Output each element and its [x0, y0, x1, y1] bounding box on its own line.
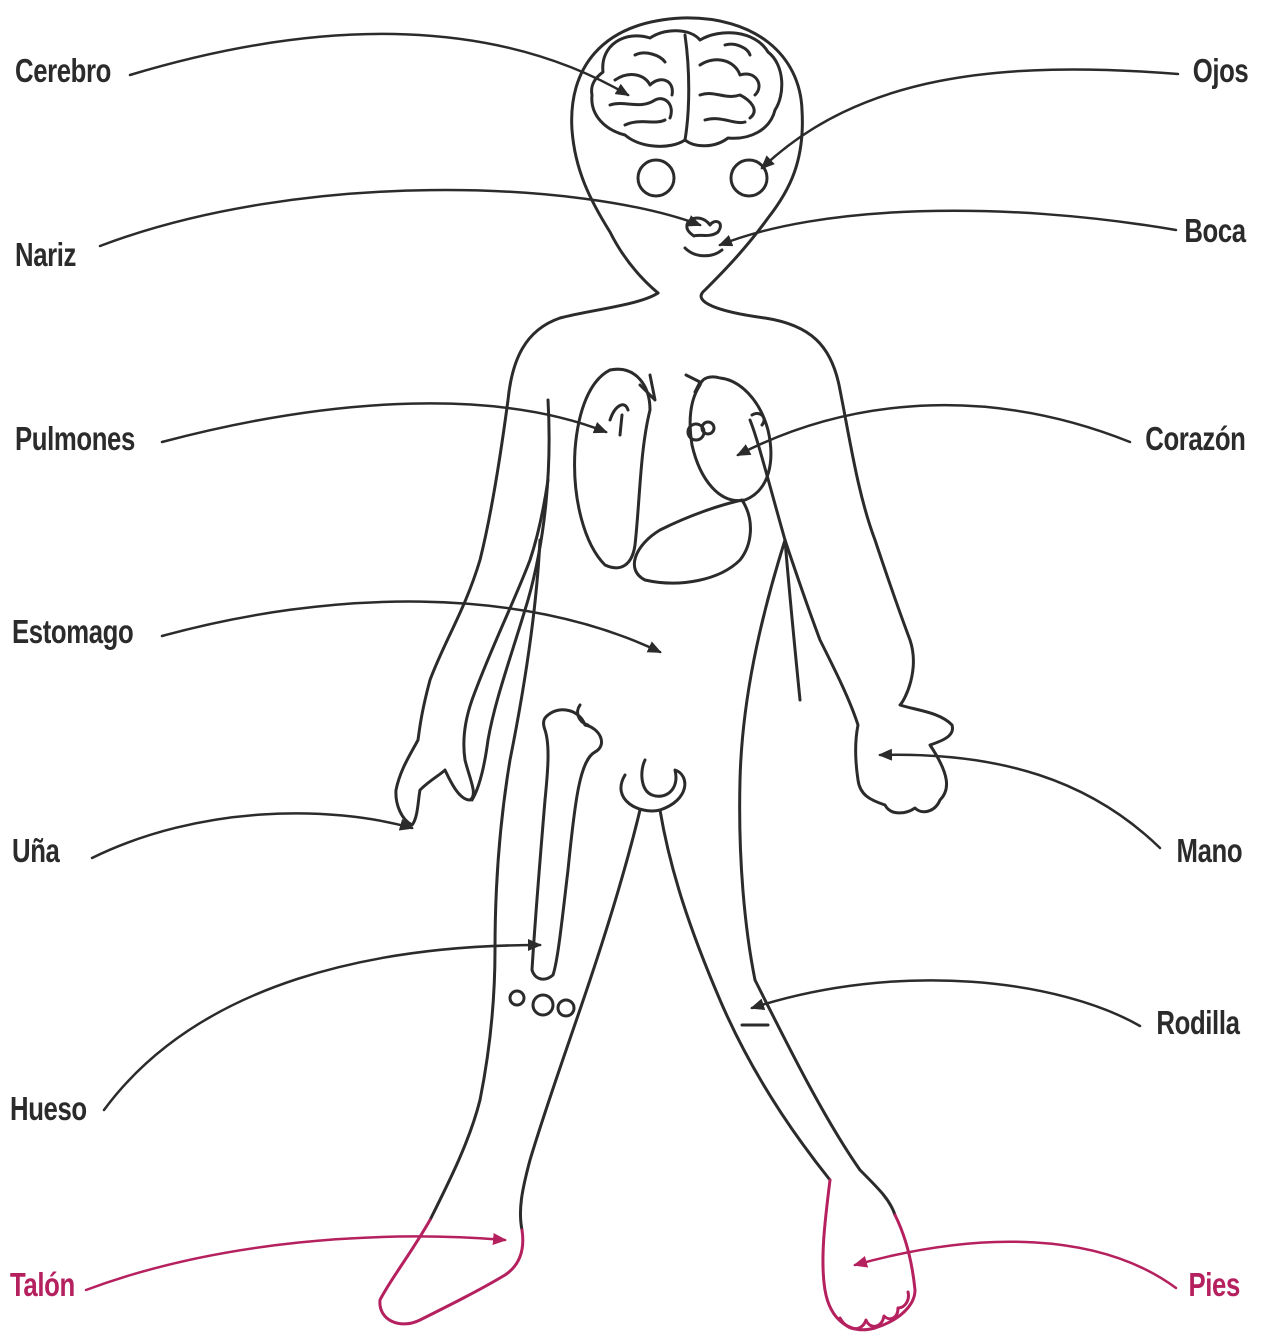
label-talon: Talón: [10, 1268, 75, 1301]
leader-rodilla: [752, 980, 1140, 1026]
label-rodilla: Rodilla: [1157, 1006, 1240, 1039]
leader-nariz: [100, 190, 700, 246]
label-cerebro: Cerebro: [15, 54, 111, 87]
left-inner-arm: [472, 400, 549, 800]
label-mano: Mano: [1176, 834, 1242, 867]
label-pulmones: Pulmones: [15, 422, 135, 455]
label-boca: Boca: [1185, 214, 1246, 247]
label-pies: Pies: [1189, 1268, 1240, 1301]
outer-leg-left: [430, 1100, 480, 1220]
leader-ojos: [762, 69, 1178, 168]
toes-outline: [840, 1292, 908, 1329]
leader-hueso: [104, 945, 540, 1110]
brain-illustration: [592, 31, 782, 147]
label-nariz: Nariz: [15, 238, 76, 271]
leader-mano: [880, 755, 1160, 848]
label-ojos: Ojos: [1192, 54, 1248, 87]
leader-boca: [720, 211, 1176, 245]
eyes-illustration: [638, 160, 767, 196]
lungs-illustration: [575, 369, 655, 568]
left-arm-outline: [396, 293, 658, 825]
inner-leg-right: [660, 810, 830, 1180]
label-corazon: Corazón: [1145, 422, 1245, 455]
torso-left-side: [480, 540, 540, 1100]
leader-talon: [86, 1237, 505, 1290]
leader-pulmones: [162, 403, 606, 442]
pelvis-illustration: [621, 760, 685, 811]
leader-corazon: [738, 405, 1130, 455]
mouth-illustration: [685, 248, 722, 256]
heart-illustration: [686, 375, 771, 501]
leader-estomago: [162, 602, 660, 652]
nose-illustration: [687, 218, 721, 236]
leader-cerebro: [130, 34, 628, 95]
leader-una: [92, 813, 412, 858]
bone-illustration: [510, 705, 602, 1016]
label-estomago: Estomago: [12, 615, 133, 648]
outer-leg-right: [755, 980, 895, 1215]
label-hueso: Hueso: [10, 1092, 87, 1125]
stomach-illustration: [634, 500, 750, 583]
label-una: Uña: [12, 834, 59, 867]
leader-pies: [855, 1242, 1176, 1288]
torso-right-side: [740, 540, 785, 980]
